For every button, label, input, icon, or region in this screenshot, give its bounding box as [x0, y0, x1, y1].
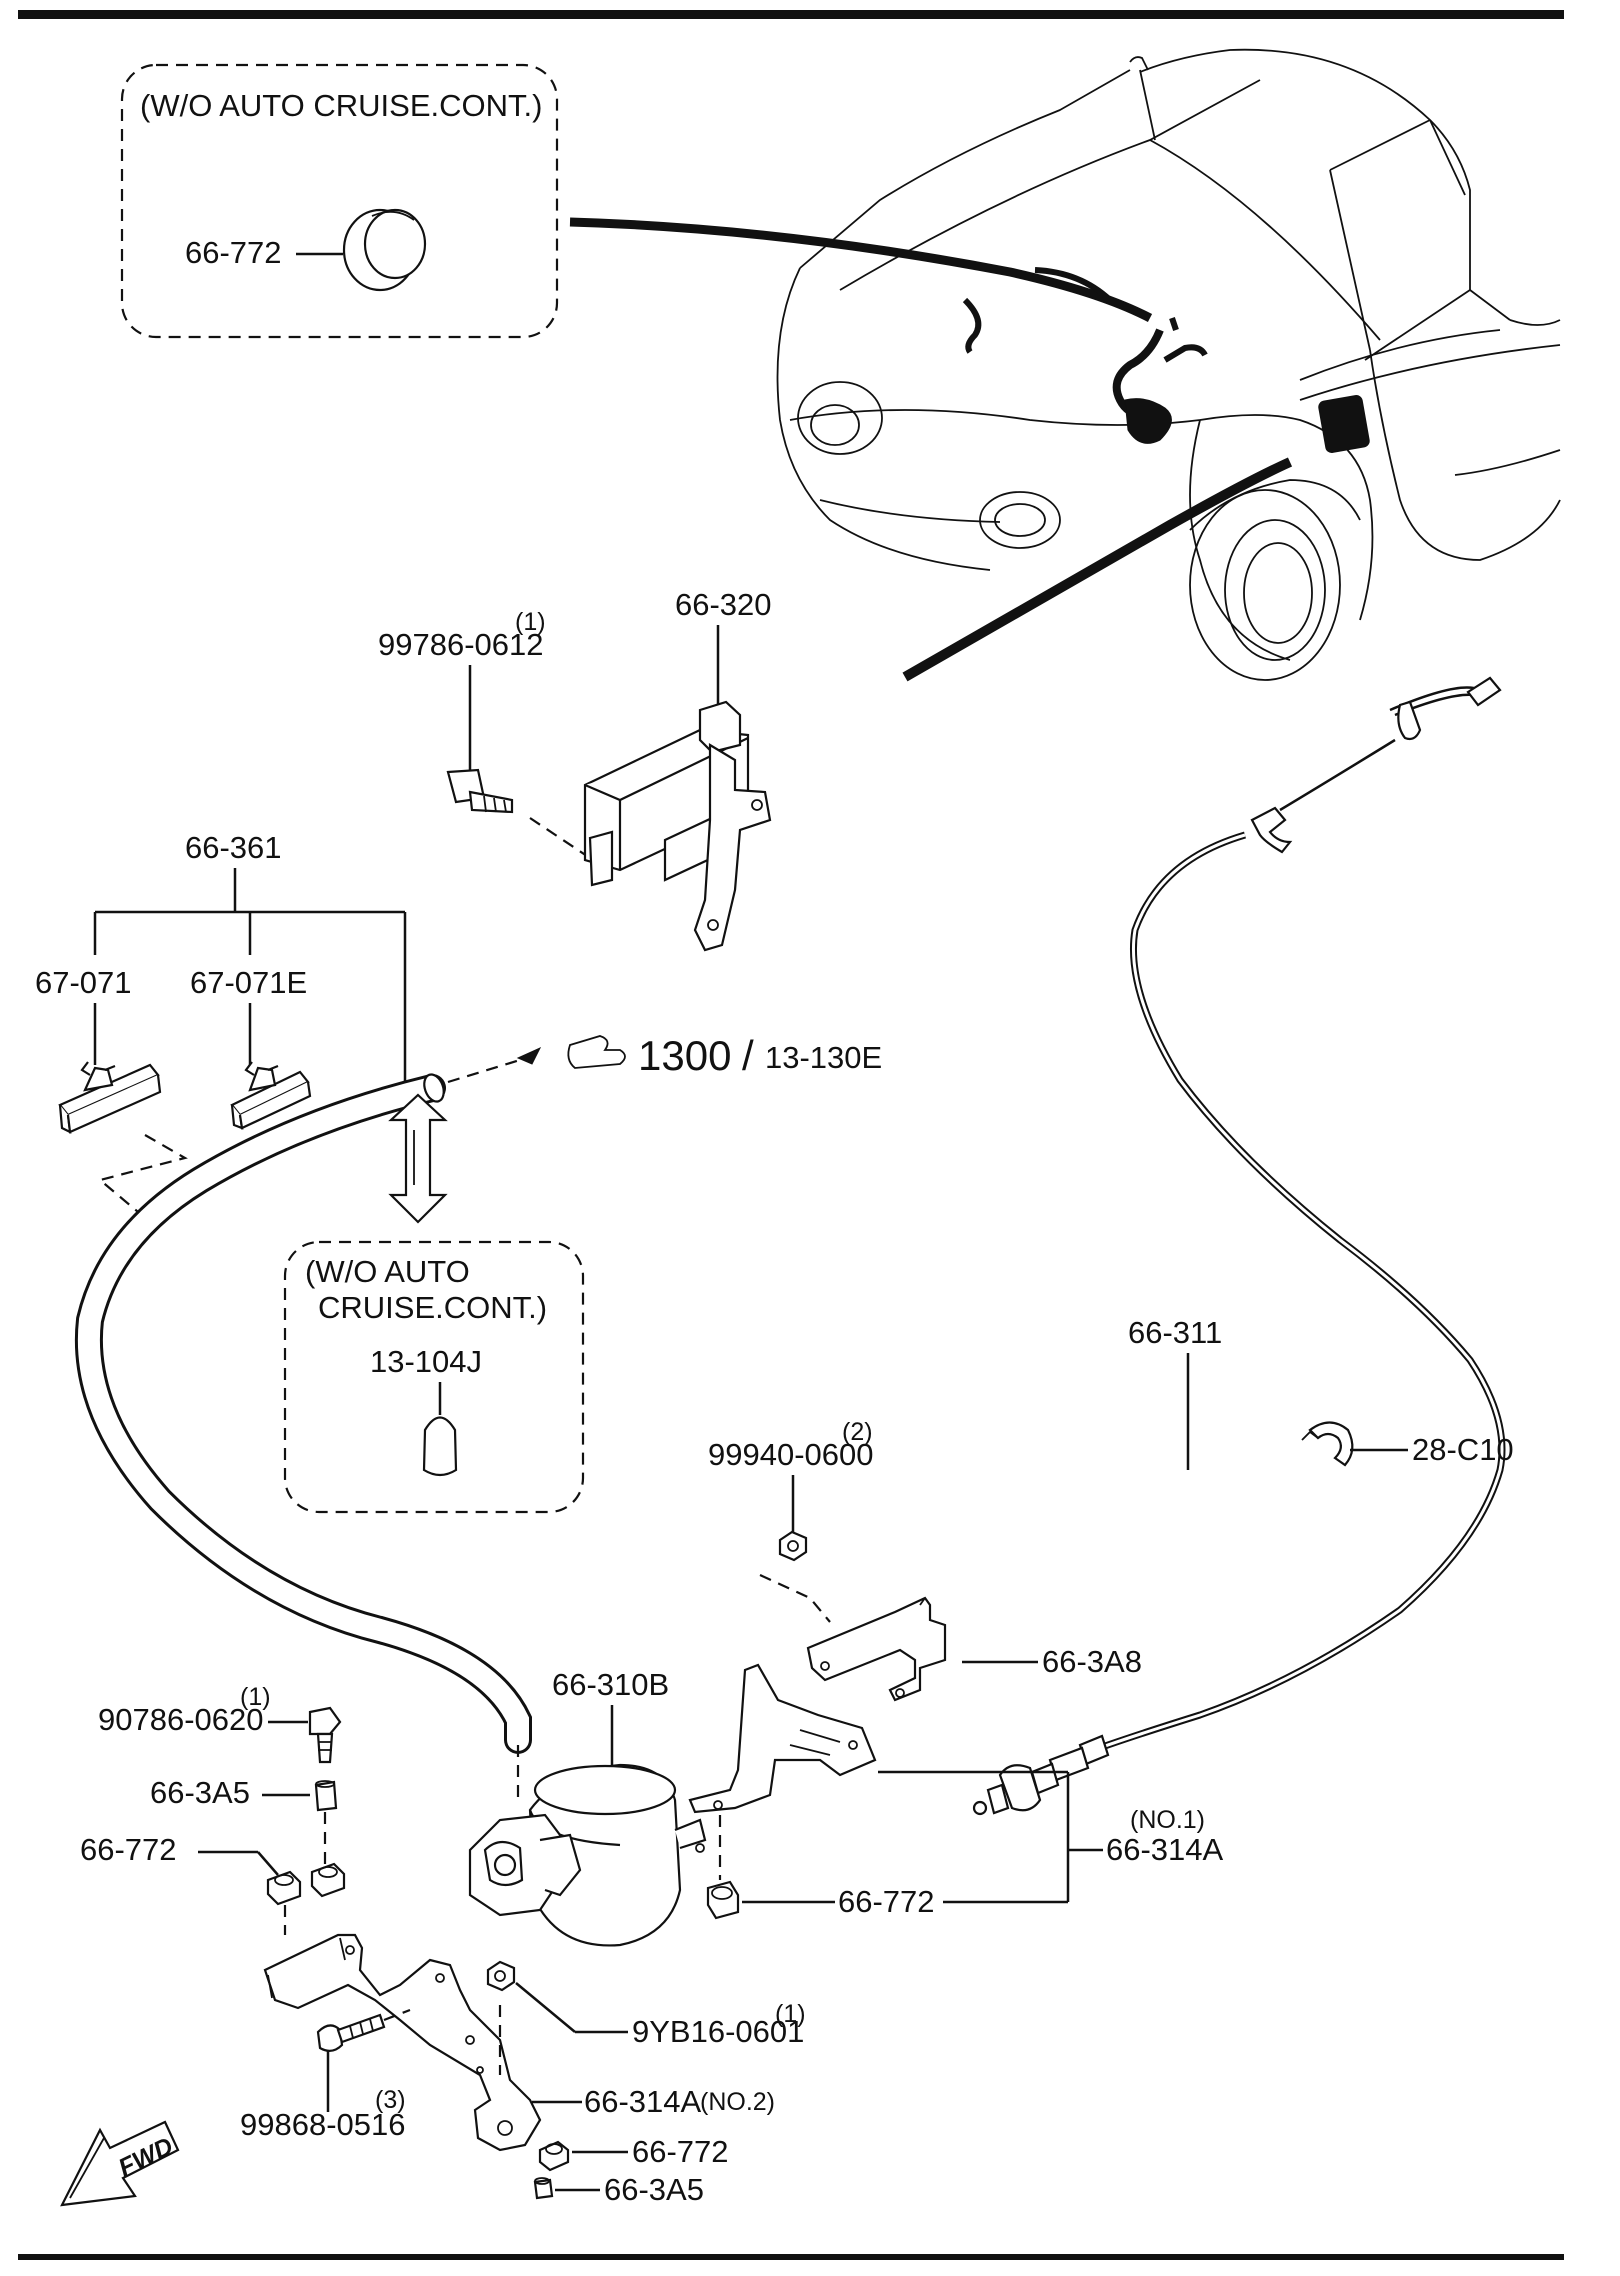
- label-66-3a5-bottom: 66-3A5: [604, 2172, 704, 2207]
- actuator-66-310b: [468, 1763, 707, 1947]
- label-99786-0612: 99786-0612: [378, 627, 544, 662]
- vacuum-hose: [74, 1073, 532, 1754]
- label-13-104j: 13-104J: [370, 1344, 482, 1379]
- control-unit-66-320: [583, 700, 772, 952]
- wo-cruise-note-box-mid: (W/O AUTO CRUISE.CONT.) 13-104J: [283, 1240, 585, 1514]
- label-66-314a-no1: 66-314A: [1106, 1832, 1224, 1867]
- label-66-361: 66-361: [185, 830, 282, 865]
- wo-cruise-note-top: (W/O AUTO CRUISE.CONT.): [140, 88, 542, 123]
- bracket-66-314a-no2: [263, 1933, 542, 2152]
- bracket-66-314a-no1: [688, 1663, 877, 1814]
- cap-13-104j: [422, 1416, 458, 1477]
- grommet-66-772-right: [706, 1880, 740, 1920]
- clip-67-071: [58, 1061, 162, 1134]
- qty-99786-0612: (1): [515, 608, 546, 636]
- label-67-071: 67-071: [35, 965, 132, 1000]
- tag-66-314a-no2: (NO.2): [700, 2088, 775, 2116]
- tag-66-314a-no1: (NO.1): [1130, 1806, 1205, 1834]
- label-66-311: 66-311: [1128, 1315, 1222, 1350]
- ref-13-130e[interactable]: 13-130E: [765, 1040, 882, 1075]
- qty-99940-0600: (2): [842, 1418, 873, 1446]
- label-67-071e: 67-071E: [190, 965, 307, 1000]
- grommet-66-772-left: [266, 1862, 346, 1906]
- clip-67-071e: [230, 1061, 312, 1130]
- bolt-99786-0612: [446, 768, 514, 814]
- car-illustration: [776, 48, 1561, 681]
- wo-cruise-note-box-top: (W/O AUTO CRUISE.CONT.) 66-772: [120, 63, 559, 339]
- qty-99868-0516: (3): [375, 2086, 406, 2114]
- label-28-c10: 28-C10: [1412, 1432, 1514, 1467]
- label-99940-0600: 99940-0600: [708, 1437, 874, 1472]
- collar-66-3a5-upper: [314, 1780, 338, 1812]
- bolt-90786-0620: [308, 1706, 342, 1764]
- bracket-66-3a8: [806, 1596, 947, 1702]
- bolt-99868-0516: [316, 2013, 386, 2052]
- label-66-3a5-upper: 66-3A5: [150, 1775, 250, 1810]
- label-9yb16-0601: 9YB16-0601: [632, 2014, 804, 2049]
- bottom-border: [18, 2254, 1564, 2260]
- leader-to-engine-bay: [902, 457, 1293, 682]
- top-border: [18, 10, 1564, 19]
- wo-cruise-note-mid-2: CRUISE.CONT.): [318, 1290, 547, 1325]
- arrow-to-reference: [516, 1046, 542, 1065]
- wo-cruise-note-mid-1: (W/O AUTO: [305, 1254, 470, 1289]
- qty-90786-0620: (1): [240, 1683, 271, 1711]
- label-66-3a8: 66-3A8: [1042, 1644, 1142, 1679]
- qty-9yb16-0601: (1): [775, 2000, 806, 2028]
- label-66-772-left: 66-772: [80, 1832, 177, 1867]
- cruise-cable-66-311: [972, 676, 1506, 1816]
- label-66-772-bottom: 66-772: [632, 2134, 729, 2169]
- clip-28-c10: [1301, 1421, 1354, 1467]
- label-66-310b: 66-310B: [552, 1667, 669, 1702]
- label-90786-0620: 90786-0620: [98, 1702, 264, 1737]
- label-66-320: 66-320: [675, 587, 772, 622]
- fwd-arrow-icon: FWD: [60, 2120, 180, 2207]
- reference-pointer: 1300 / 13-130E: [567, 1032, 882, 1079]
- grommet-cap-part: [342, 208, 427, 292]
- label-66-772-top: 66-772: [185, 235, 282, 270]
- nut-9yb16-0601: [486, 1960, 516, 1992]
- label-99868-0516: 99868-0516: [240, 2107, 406, 2142]
- collar-66-3a5-bottom: [533, 2177, 554, 2200]
- double-arrow-alternative: [388, 1093, 448, 1224]
- label-66-314a-no2: 66-314A: [584, 2084, 702, 2119]
- ref-1300[interactable]: 1300: [638, 1032, 731, 1079]
- leader-box-to-car: [569, 217, 1153, 322]
- grommet-66-772-bottom: [538, 2140, 570, 2172]
- nut-99940-0600: [778, 1530, 808, 1562]
- ref-sep: /: [742, 1032, 754, 1079]
- label-66-772-right: 66-772: [838, 1884, 935, 1919]
